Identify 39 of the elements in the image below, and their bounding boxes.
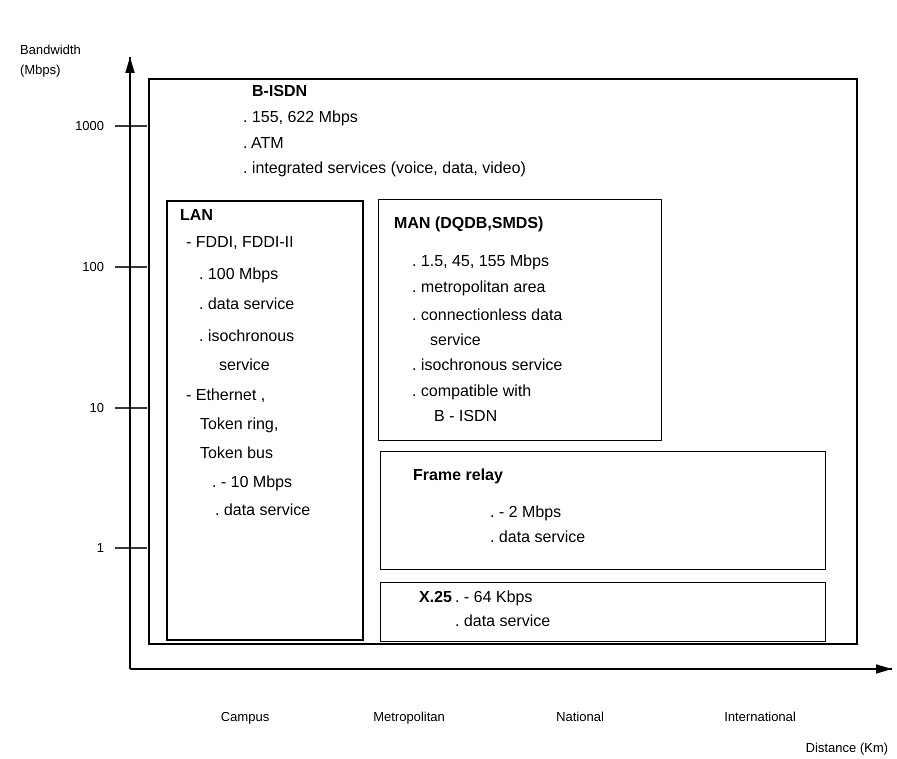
bullet-item: . 100 Mbps bbox=[199, 265, 278, 285]
box-heading: X.25 bbox=[419, 588, 452, 608]
box-heading: LAN bbox=[180, 206, 213, 226]
axis-category-label: National bbox=[556, 709, 604, 725]
network-region-box bbox=[148, 78, 858, 645]
tick-label: 1 bbox=[96, 540, 104, 556]
bullet-item: . data service bbox=[490, 528, 586, 548]
axis-category-label: International bbox=[724, 709, 796, 725]
axis-title: Bandwidth (Mbps) bbox=[20, 41, 82, 79]
bullet-item: . data service bbox=[199, 295, 294, 315]
bullet-item: - Ethernet , Token ring, Token bus bbox=[186, 386, 280, 464]
axis-category-label: Campus bbox=[220, 709, 270, 725]
tick-label: 10 bbox=[90, 400, 104, 416]
bullet-item: . isochronous service bbox=[199, 327, 296, 376]
axis-category-label: Metropolitan bbox=[373, 709, 445, 725]
bullet-item: . 155, 622 Mbps bbox=[243, 108, 358, 128]
bullet-item: . 1.5, 45, 155 Mbps bbox=[412, 252, 549, 272]
box-heading: Frame relay bbox=[413, 466, 503, 486]
bullet-item: . data service bbox=[455, 612, 550, 632]
bullet-item: . isochronous service bbox=[412, 356, 562, 376]
bullet-item: . - 64 Kbps bbox=[455, 588, 532, 608]
tick-label: 100 bbox=[82, 259, 104, 275]
bullet-item: . connectionless data service bbox=[412, 306, 564, 351]
bullet-item: . compatible with B - ISDN bbox=[412, 382, 532, 427]
bullet-item: . data service bbox=[215, 501, 310, 521]
box-heading: MAN (DQDB,SMDS) bbox=[394, 214, 544, 234]
bullet-item: . ATM bbox=[243, 134, 284, 154]
axis-title: Distance (Km) bbox=[806, 740, 888, 756]
network-type-box bbox=[166, 200, 364, 641]
network-type-box bbox=[380, 582, 826, 642]
bullet-item: - FDDI, FDDI-II bbox=[186, 233, 294, 253]
box-heading: B-ISDN bbox=[252, 82, 308, 102]
bullet-item: . integrated services (voice, data, video) bbox=[243, 159, 526, 179]
bullet-item: . - 2 Mbps bbox=[490, 503, 562, 523]
network-type-box bbox=[378, 199, 662, 441]
bullet-item: . - 10 Mbps bbox=[212, 473, 292, 493]
bullet-item: . metropolitan area bbox=[412, 278, 546, 298]
network-type-box bbox=[380, 451, 826, 570]
tick-label: 1000 bbox=[75, 118, 104, 134]
